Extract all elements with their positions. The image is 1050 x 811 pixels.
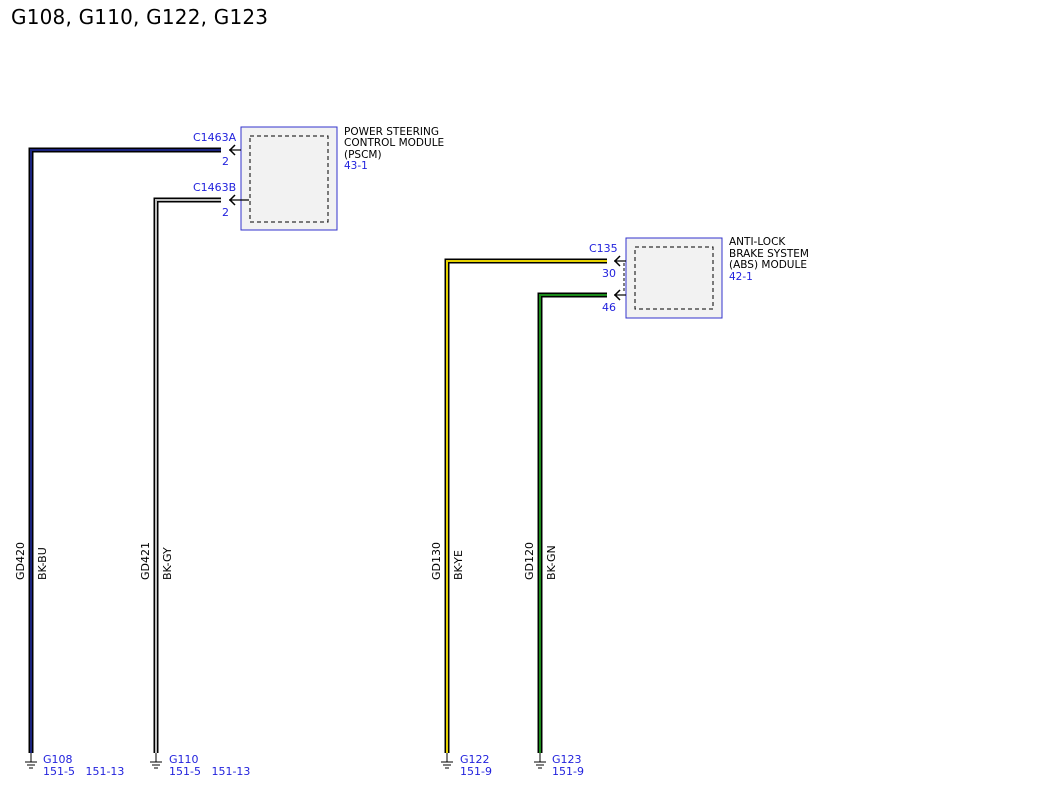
- ground-g123-icon: [534, 753, 546, 769]
- connector-c1463a-label[interactable]: C1463A: [193, 131, 237, 144]
- connector-c1463a-symbol: [228, 144, 241, 156]
- pscm-module-box: [240, 126, 338, 231]
- pscm-name-line-3: (PSCM): [344, 149, 382, 161]
- abs-module-inner: [634, 246, 714, 310]
- abs-name-line-2: BRAKE SYSTEM: [729, 248, 809, 260]
- abs-module-box: [625, 237, 723, 319]
- wire-gd420[interactable]: [28, 147, 221, 753]
- ground-g122-label[interactable]: G122: [460, 753, 490, 766]
- connector-c135-pin-30: 30: [602, 267, 616, 280]
- ground-g110-label[interactable]: G110: [169, 753, 199, 766]
- pscm-name-line-1: POWER STEERING: [344, 126, 439, 138]
- wire-gd120[interactable]: [537, 292, 607, 753]
- ground-g108-refs[interactable]: 151-5 151-13: [43, 765, 124, 778]
- diagram-title: G108, G110, G122, G123: [11, 5, 269, 29]
- wire-gd130-circuit: GD130: [430, 542, 443, 580]
- connector-c135-pin-30-symbol: [613, 255, 626, 267]
- ground-g122-icon: [441, 753, 453, 769]
- ground-g108-label[interactable]: G108: [43, 753, 73, 766]
- connector-c1463b-symbol: [228, 194, 249, 206]
- wire-gd421-color: BK-GY: [161, 547, 174, 580]
- abs-ref[interactable]: 42-1: [729, 271, 753, 283]
- abs-name-line-1: ANTI-LOCK: [729, 236, 786, 248]
- wire-gd420-color: BK-BU: [36, 547, 49, 580]
- connector-c1463a-pin: 2: [222, 155, 229, 168]
- wire-gd420-circuit: GD420: [14, 542, 27, 580]
- connector-c135-label[interactable]: C135: [589, 242, 618, 255]
- pscm-name-line-2: CONTROL MODULE: [344, 137, 444, 149]
- abs-module[interactable]: [625, 237, 723, 319]
- wire-gd421-circuit: GD421: [139, 542, 152, 580]
- ground-g123-label[interactable]: G123: [552, 753, 582, 766]
- pscm-ref[interactable]: 43-1: [344, 160, 368, 172]
- wire-gd130[interactable]: [444, 258, 607, 753]
- ground-g123-refs[interactable]: 151-9: [552, 765, 584, 778]
- abs-name-line-3: (ABS) MODULE: [729, 259, 807, 271]
- ground-g110-refs[interactable]: 151-5 151-13: [169, 765, 250, 778]
- wire-gd130-color: BK-YE: [452, 550, 465, 580]
- wire-gd120-circuit: GD120: [523, 542, 536, 580]
- connector-c1463b-pin: 2: [222, 206, 229, 219]
- ground-g122-refs[interactable]: 151-9: [460, 765, 492, 778]
- connector-c1463b-label[interactable]: C1463B: [193, 181, 236, 194]
- connector-c135-pin-46: 46: [602, 301, 616, 314]
- wire-gd421[interactable]: [153, 197, 221, 753]
- ground-g108-icon: [25, 753, 37, 769]
- pscm-module[interactable]: [240, 126, 338, 231]
- ground-g110-icon: [150, 753, 162, 769]
- pscm-module-inner: [249, 135, 329, 223]
- wire-gd120-color: BK-GN: [545, 545, 558, 580]
- connector-c135-pin-46-symbol: [613, 289, 626, 301]
